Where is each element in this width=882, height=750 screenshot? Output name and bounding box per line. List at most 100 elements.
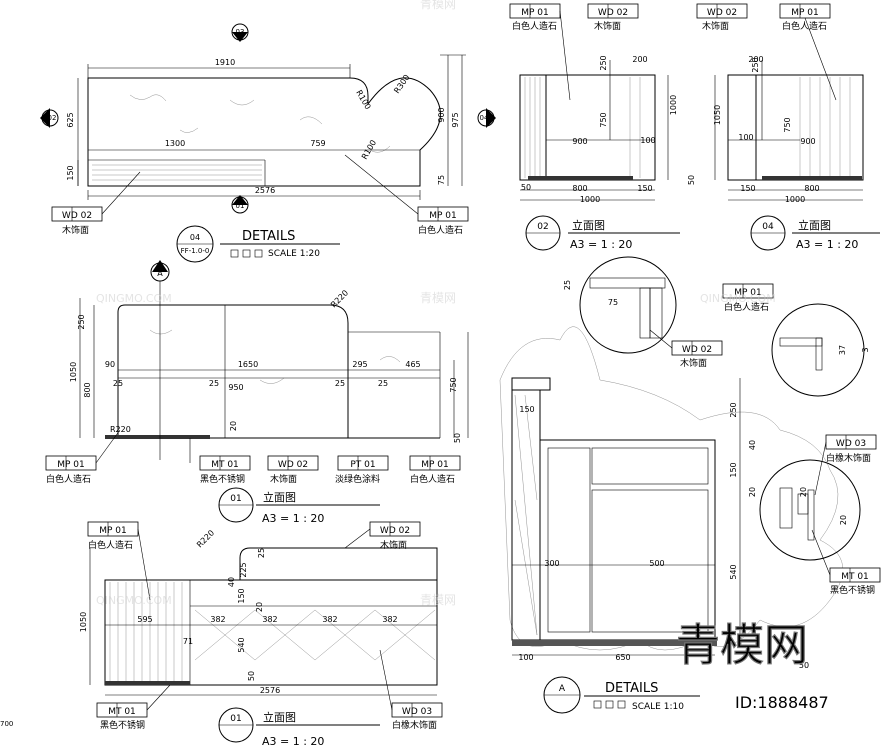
svg-text:A3 = 1 : 20: A3 = 1 : 20 [570, 238, 632, 251]
svg-text:立面图: 立面图 [263, 710, 296, 724]
svg-text:青模网: 青模网 [420, 0, 456, 11]
material-tag-mt01: MT 01 黑色不锈钢 [811, 529, 881, 596]
svg-text:PT 01: PT 01 [350, 460, 375, 470]
svg-text:QINGMO.COM: QINGMO.COM [96, 594, 172, 607]
svg-text:750: 750 [783, 117, 792, 132]
svg-text:A: A [559, 684, 566, 694]
dim-150: 150 [66, 165, 75, 180]
section-a-title: DETAILS [605, 681, 658, 696]
detail-bubble-right-bottom [759, 459, 861, 561]
svg-text:MP 01: MP 01 [791, 8, 819, 18]
svg-text:立面图: 立面图 [572, 218, 605, 232]
dim-1300: 1300 [165, 139, 185, 148]
svg-text:白色人造石: 白色人造石 [88, 539, 133, 551]
svg-text:200: 200 [748, 55, 763, 64]
svg-text:225: 225 [239, 562, 248, 577]
svg-text:1000: 1000 [785, 195, 805, 204]
svg-text:2576: 2576 [260, 686, 280, 695]
svg-text:WD 02: WD 02 [598, 8, 628, 18]
elevation-01b-title-block: 01 立面图 A3 = 1 : 20 [218, 707, 380, 748]
svg-text:900: 900 [800, 137, 815, 146]
svg-text:250: 250 [77, 314, 86, 329]
dim-2576: 2576 [255, 186, 275, 195]
svg-text:MP 01: MP 01 [429, 211, 457, 221]
dim-r100: R100 [354, 89, 372, 112]
svg-text:A: A [157, 269, 163, 278]
material-tag-mp01b: MP 01 白色人造石 [409, 455, 461, 485]
svg-text:01: 01 [230, 714, 241, 724]
svg-text:MT 01: MT 01 [841, 572, 869, 582]
svg-text:50: 50 [521, 183, 531, 192]
svg-text:800: 800 [804, 184, 819, 193]
svg-text:03: 03 [236, 28, 245, 36]
svg-text:WD 03: WD 03 [402, 707, 432, 717]
svg-text:A3 = 1 : 20: A3 = 1 : 20 [262, 512, 324, 525]
svg-text:白色人造石: 白色人造石 [782, 20, 827, 32]
svg-text:200: 200 [632, 55, 647, 64]
svg-text:白橡木饰面: 白橡木饰面 [392, 719, 437, 731]
svg-text:100: 100 [738, 133, 753, 142]
material-tag-wd02: WD 02 木饰面 [267, 455, 319, 485]
material-tag-wd02: WD 02 木饰面 [344, 521, 421, 551]
svg-text:立面图: 立面图 [263, 490, 296, 504]
svg-text:500: 500 [649, 559, 664, 568]
svg-text:100: 100 [640, 136, 655, 145]
svg-text:02: 02 [48, 114, 57, 122]
svg-text:04: 04 [190, 233, 200, 242]
material-tag-wd02: WD 02 木饰面 [587, 3, 639, 32]
material-tag-mt01: MT 01 黑色不锈钢 [96, 684, 171, 731]
svg-text:1050: 1050 [713, 105, 722, 125]
plan-scale: SCALE 1:20 [268, 249, 320, 259]
svg-text:250: 250 [751, 57, 760, 72]
svg-text:71: 71 [183, 637, 193, 646]
dim-975: 975 [451, 112, 460, 127]
svg-text:FF-1.0-0: FF-1.0-0 [181, 247, 210, 255]
svg-text:木饰面: 木饰面 [62, 224, 89, 236]
section-a-title-block: A DETAILS SCALE 1:10 [543, 676, 700, 714]
svg-text:382: 382 [262, 615, 277, 624]
svg-text:白色人造石: 白色人造石 [46, 473, 91, 485]
svg-text:25: 25 [257, 548, 266, 558]
elevation-01a-title-block: 01 立面图 A3 = 1 : 20 [218, 487, 380, 525]
material-tag-wd02: WD 02 木饰面 [649, 329, 723, 369]
svg-text:40: 40 [227, 577, 236, 587]
svg-text:150: 150 [740, 184, 755, 193]
svg-text:75: 75 [608, 298, 618, 307]
svg-text:50: 50 [687, 175, 696, 185]
svg-text:540: 540 [237, 637, 246, 652]
material-tag-wd03: WD 03 白橡木饰面 [814, 434, 877, 496]
svg-text:木饰面: 木饰面 [702, 20, 729, 32]
svg-text:MP 01: MP 01 [99, 526, 127, 536]
svg-text:250: 250 [729, 402, 738, 417]
svg-text:QINGMO.COM: QINGMO.COM [700, 292, 776, 305]
svg-text:WD 02: WD 02 [682, 345, 712, 355]
watermark-id: ID:1888487 [735, 693, 829, 712]
svg-text:20: 20 [229, 421, 238, 431]
material-tag-mp01: MP 01 白色人造石 [509, 3, 571, 101]
plan-outline [87, 77, 441, 187]
dim-759: 759 [310, 139, 325, 148]
elevation-02: 250 200 750 1000 900 100 50 50 800 150 1… [509, 3, 696, 251]
elevation-02-title-block: 02 立面图 A3 = 1 : 20 [525, 215, 680, 251]
svg-text:750: 750 [599, 112, 608, 127]
dim-900: 900 [437, 107, 446, 122]
svg-text:木饰面: 木饰面 [594, 20, 621, 32]
svg-text:150: 150 [237, 588, 246, 603]
svg-text:25: 25 [113, 379, 123, 388]
svg-text:382: 382 [382, 615, 397, 624]
svg-text:A3 = 1 : 20: A3 = 1 : 20 [796, 238, 858, 251]
svg-text:20: 20 [839, 515, 848, 525]
watermark-layer: QINGMO.COM 青模网 QINGMO.COM QINGMO.COM 青模网… [96, 0, 776, 607]
svg-text:MP 01: MP 01 [521, 8, 549, 18]
section-a-scale: SCALE 1:10 [632, 702, 684, 712]
svg-text:900: 900 [572, 137, 587, 146]
svg-text:02: 02 [537, 222, 548, 232]
svg-text:40: 40 [748, 440, 757, 450]
section-a-detail: 25 75 37 3 250 40 150 20 20 20 540 150 3… [499, 256, 881, 714]
svg-text:立面图: 立面图 [798, 218, 831, 232]
svg-text:1000: 1000 [669, 95, 678, 115]
brand-watermark: 青模网 ID:1888487 [675, 619, 829, 712]
svg-text:1650: 1650 [238, 360, 258, 369]
plan-title: DETAILS [242, 229, 295, 244]
svg-text:465: 465 [405, 360, 420, 369]
